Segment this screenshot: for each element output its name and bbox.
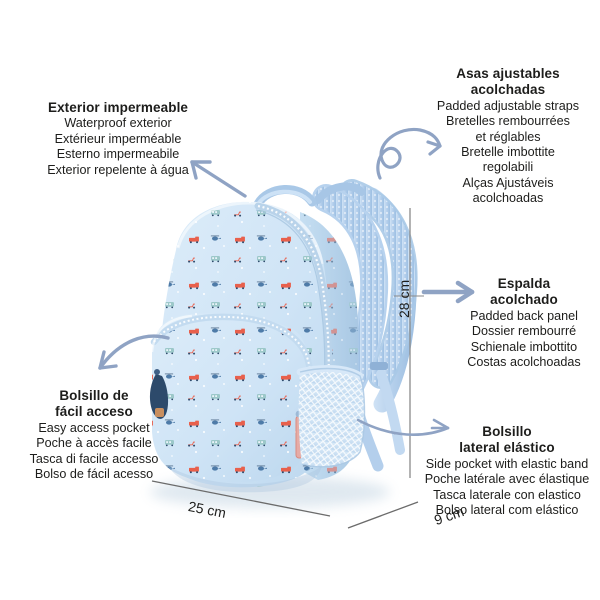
callout-waterproof-line-1: Waterproof exterior: [64, 116, 172, 131]
callout-sidepocket-heading-line-1: Bolsillo: [482, 424, 532, 439]
callout-padded-adjustable-straps: Asas ajustables acolchadas Padded adjust…: [418, 66, 598, 206]
callout-easy-access-pocket: Bolsillo de fácil acceso Easy access poc…: [14, 388, 174, 482]
dimension-label-height: 28 cm: [396, 279, 412, 318]
callout-backpanel-line-1: Padded back panel: [470, 308, 578, 323]
callout-padded-back-panel: Espalda acolchado Padded back panel Doss…: [450, 276, 598, 370]
callout-sidepocket-heading-line-2: lateral elástico: [459, 440, 555, 456]
dimension-line-depth: [347, 501, 419, 529]
callout-straps-line-6: Alças Ajustáveis: [462, 175, 554, 190]
callout-straps-line-1: Padded adjustable straps: [436, 98, 580, 113]
front-easy-access-pocket: [150, 313, 315, 483]
callout-frontpocket-line-1: Easy access pocket: [38, 420, 150, 435]
callout-straps-heading-line-1: Asas ajustables: [456, 66, 560, 81]
callout-backpanel-line-3: Schienale imbottito: [470, 339, 578, 354]
callout-backpanel-heading-line-2: acolchado: [490, 292, 558, 308]
callout-sidepocket-line-3: Tasca laterale con elastico: [433, 487, 581, 502]
callout-straps-line-3: et réglables: [475, 129, 541, 144]
dimension-line-width: [151, 480, 331, 517]
elastic-band: [296, 365, 364, 380]
callout-frontpocket-line-2: Poche à accès facile: [36, 436, 152, 451]
callout-frontpocket-line-4: Bolso de fácil acesso: [34, 467, 154, 482]
callout-straps-heading-line-2: acolchadas: [470, 82, 546, 98]
callout-frontpocket-line-3: Tasca di facile accesso: [29, 451, 159, 466]
callout-straps-line-5: regolabili: [482, 160, 534, 175]
dimension-label-width: 25 cm: [186, 498, 228, 521]
front-pocket-zipper-tape: [150, 313, 315, 412]
callout-backpanel-line-2: Dossier rembourré: [471, 324, 577, 339]
main-compartment-zipper: [254, 202, 333, 396]
dimension-lines: [151, 208, 424, 529]
callout-sidepocket-line-4: Bolso lateral com elástico: [435, 503, 579, 518]
strap-adjuster-buckle: [340, 372, 360, 381]
callout-waterproof-line-3: Esterno impermeabile: [56, 147, 180, 162]
backpack-main-body: [158, 201, 358, 488]
top-grab-handle: [253, 185, 317, 209]
callout-frontpocket-heading-line-1: Bolsillo de: [59, 388, 129, 403]
callout-waterproof-line-2: Extérieur imperméable: [54, 131, 182, 146]
callout-backpanel-heading-line-1: Espalda: [497, 276, 551, 291]
callout-straps-line-4: Bretelle imbottite: [461, 145, 555, 160]
callout-sidepocket-line-1: Side pocket with elastic band: [425, 456, 589, 471]
callout-waterproof-heading: Exterior impermeable: [47, 100, 189, 115]
callout-straps-line-7: acolchoadas: [472, 191, 544, 206]
curved-arrow-down-left-icon: [98, 334, 170, 370]
callout-straps-line-2: Bretelles rembourrées: [446, 114, 570, 129]
shoulder-straps: [312, 179, 418, 472]
product-shadow: [150, 476, 390, 508]
mesh-side-pocket: [296, 365, 366, 468]
zipper-pull-side: [295, 410, 304, 459]
callout-waterproof-exterior: Exterior impermeable Waterproof exterior…: [18, 100, 218, 178]
callout-backpanel-line-4: Costas acolchoadas: [467, 355, 581, 370]
callout-sidepocket-line-2: Poche latérale avec élastique: [424, 472, 590, 487]
callout-frontpocket-heading-line-2: fácil acceso: [55, 404, 133, 420]
callout-waterproof-line-4: Exterior repelente à água: [47, 162, 189, 177]
callout-side-pocket-elastic: Bolsillo lateral elástico Side pocket wi…: [414, 424, 600, 518]
